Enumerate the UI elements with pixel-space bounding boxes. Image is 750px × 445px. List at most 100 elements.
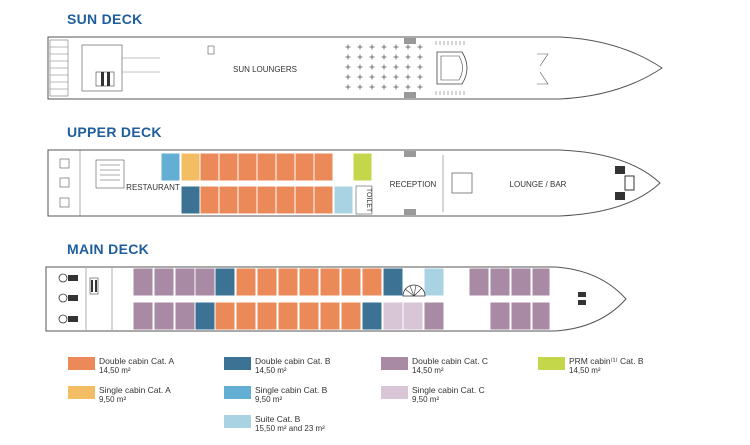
cabin-double-a [277, 267, 299, 297]
cabin-double-a [313, 152, 334, 182]
cabin-double-c [468, 267, 490, 297]
legend-swatch [68, 386, 95, 399]
main-deck-plan [45, 266, 627, 332]
cabin-double-a [235, 301, 257, 331]
cabin-double-b [361, 301, 383, 331]
lounge-bar-label: LOUNGE / BAR [510, 180, 567, 189]
sun-deck-plan: SUN LOUNGERS [47, 36, 663, 100]
reception-label: RECEPTION [390, 180, 437, 189]
cabin-double-c [510, 267, 532, 297]
legend-label: Single cabin Cat. B [255, 385, 328, 395]
cabin-double-a [237, 152, 258, 182]
cabin-double-a [199, 152, 220, 182]
cabin-double-a [256, 267, 278, 297]
legend-swatch [224, 415, 251, 428]
legend-label: PRM cabin⁽¹⁾ Cat. B [569, 356, 644, 366]
cabin-suite-b [333, 185, 354, 215]
legend-label: Double cabin Cat. C [412, 356, 489, 366]
cabin-double-b [180, 185, 201, 215]
cabin-double-c [423, 301, 445, 331]
legend-label: Suite Cat. B [255, 414, 301, 424]
sun-deck-title: SUN DECK [67, 11, 143, 27]
cabin-double-a [340, 267, 362, 297]
sun-loungers-label: SUN LOUNGERS [233, 65, 297, 74]
sun-lounger-grid [345, 44, 423, 90]
main-deck-title: MAIN DECK [67, 241, 150, 257]
cabin-double-a [298, 301, 320, 331]
sun-deck-hull [47, 36, 663, 100]
cabin-double-b [214, 267, 236, 297]
cabin-double-c [153, 301, 175, 331]
legend-swatch [381, 357, 408, 370]
cabin-double-c [531, 267, 551, 297]
cabin-double-a [275, 185, 296, 215]
legend-size: 14,50 m² [569, 366, 601, 375]
upper-deck-plan: RESTAURANT TOILET RECEPTION LOUNGE / BAR [47, 149, 661, 217]
toilet-label: TOILET [365, 188, 372, 213]
cabin-double-b [382, 267, 404, 297]
cabin-double-c [174, 301, 196, 331]
cabin-prm-b [352, 152, 373, 182]
legend-size: 15,50 m² and 23 m² [255, 424, 325, 433]
upper-deck-title: UPPER DECK [67, 124, 162, 140]
legend-size: 14,50 m² [255, 366, 287, 375]
cabin-double-c [489, 267, 511, 297]
cabin-double-c [132, 301, 154, 331]
cabin-double-c [531, 301, 551, 331]
legend-swatch [538, 357, 565, 370]
legend-size: 14,50 m² [412, 366, 444, 375]
cabin-double-c [489, 301, 511, 331]
upper-toilet-box [355, 185, 373, 215]
cabin-double-a [340, 301, 362, 331]
cabin-double-a [235, 267, 257, 297]
legend-size: 9,50 m² [412, 395, 440, 404]
legend-swatch [224, 386, 251, 399]
main-deck-bottom-cabin-row [132, 301, 551, 331]
legend-size: 9,50 m² [99, 395, 127, 404]
cabin-single-b [160, 152, 181, 182]
sun-deck-stairs-top [404, 38, 416, 44]
legend-swatch [68, 357, 95, 370]
cabin-double-a [294, 152, 315, 182]
legend-label: Double cabin Cat. B [255, 356, 331, 366]
cabin-double-a [256, 301, 278, 331]
restaurant-label: RESTAURANT [126, 183, 180, 192]
legend-swatch [224, 357, 251, 370]
anchor-winch-icon [615, 166, 635, 200]
upper-deck-bar-counter [451, 172, 473, 194]
cabin-double-a [256, 185, 277, 215]
upper-deck-galley [95, 159, 125, 189]
cabin-double-a [313, 185, 334, 215]
cabin-suite-b [423, 267, 445, 297]
pool-railing [435, 41, 465, 95]
bow-thruster-icon [578, 292, 586, 305]
cabin-double-a [214, 301, 236, 331]
cabin-double-a [237, 185, 258, 215]
legend-size: 9,50 m² [255, 395, 283, 404]
sun-deck-bow-equipment-bottom [537, 71, 549, 85]
legend-label: Single cabin Cat. A [99, 385, 171, 395]
legend-label: Double cabin Cat. A [99, 356, 175, 366]
engine-room-icons [58, 273, 78, 324]
cabin-double-c [194, 267, 216, 297]
cabin-double-a [277, 301, 299, 331]
cabin-single-a [180, 152, 201, 182]
cabin-double-a [275, 152, 296, 182]
cabin-double-a [298, 267, 320, 297]
cabin-double-a [256, 152, 277, 182]
sun-deck-bow-equipment-top [537, 53, 549, 67]
cabin-double-a [218, 152, 239, 182]
cabin-double-a [319, 267, 341, 297]
cabin-double-c [132, 267, 154, 297]
cabin-double-c [153, 267, 175, 297]
cabin-double-c [510, 301, 532, 331]
cabin-double-c [174, 267, 196, 297]
sun-deck-stairs-bottom [404, 92, 416, 98]
cabin-double-a [294, 185, 315, 215]
legend-size: 14,50 m² [99, 366, 131, 375]
spiral-stair-icon [402, 284, 426, 297]
main-deck-top-cabin-row [132, 267, 551, 297]
upper-deck-bottom-cabin-row [180, 185, 354, 215]
cabin-double-b [194, 301, 216, 331]
